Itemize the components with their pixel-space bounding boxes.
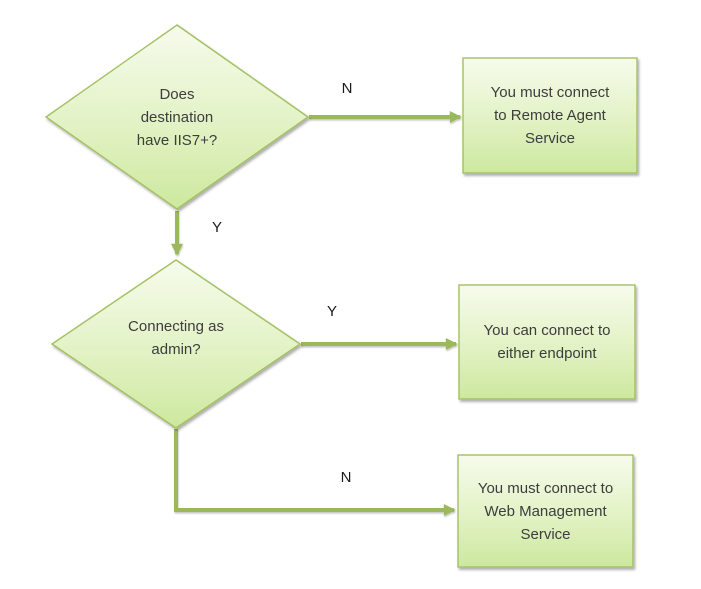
result-remote-agent-label: You must connect to Remote Agent Service	[490, 84, 610, 147]
edge-label-iis7-no: N	[341, 80, 353, 97]
decision-diamond-admin	[50, 259, 302, 429]
result-either-endpoint-label: You can connect to either endpoint	[483, 322, 611, 362]
decision-diamond-iis7	[44, 24, 310, 210]
edge-label-admin-yes: Y	[326, 303, 337, 320]
result-box-web-management	[457, 454, 634, 568]
decision-admin-label: Connecting as admin?	[128, 318, 224, 358]
edge-label-iis7-yes: Y	[211, 219, 222, 236]
result-box-remote-agent	[462, 57, 638, 174]
decision-iis7-label: Does destination have IIS7+?	[136, 85, 218, 149]
edge-label-admin-no: N	[340, 469, 352, 486]
connector-admin-no	[174, 429, 456, 516]
result-box-either-endpoint	[458, 284, 636, 400]
result-web-management-label: You must connect to Web Management Servi…	[477, 479, 614, 543]
